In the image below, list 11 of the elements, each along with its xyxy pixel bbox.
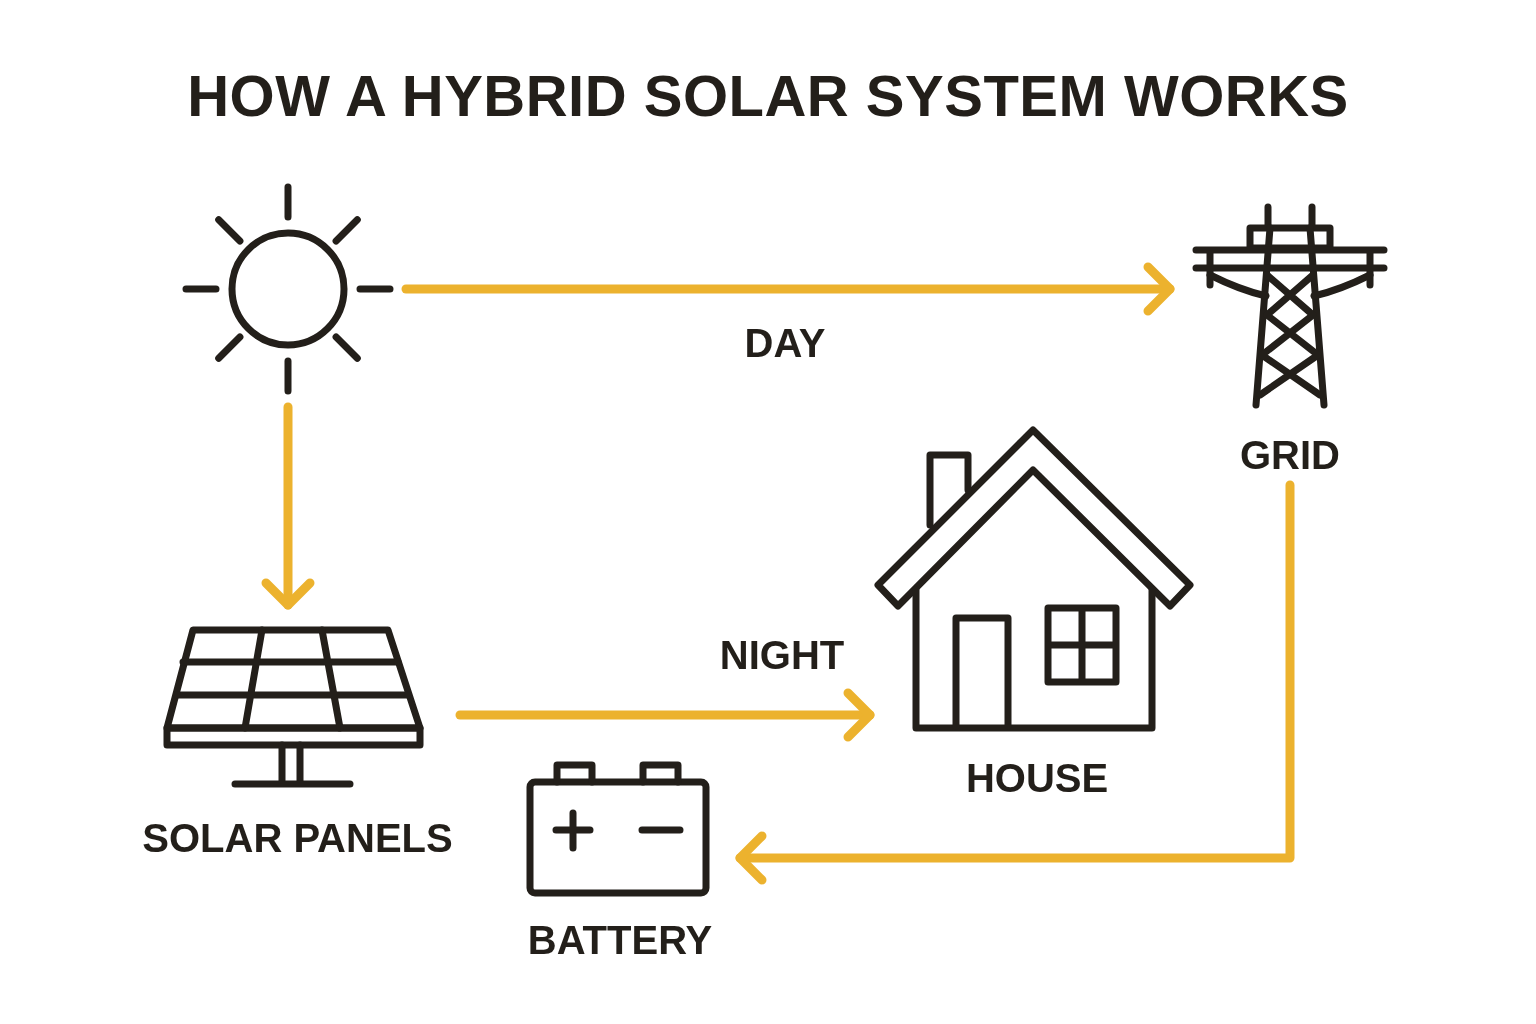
node-label: HOUSE bbox=[964, 756, 1110, 800]
arrow bbox=[735, 480, 1295, 885]
node-label: GRID bbox=[1239, 433, 1341, 477]
edge-label: NIGHT bbox=[719, 633, 845, 677]
arrow bbox=[401, 262, 1175, 316]
edge-label: DAY bbox=[744, 321, 826, 365]
node-label: SOLAR PANELS bbox=[141, 816, 454, 860]
title: HOW A HYBRID SOLAR SYSTEM WORKS bbox=[186, 62, 1350, 129]
arrow bbox=[455, 688, 875, 742]
arrow bbox=[261, 402, 315, 610]
node-label: BATTERY bbox=[526, 918, 714, 962]
